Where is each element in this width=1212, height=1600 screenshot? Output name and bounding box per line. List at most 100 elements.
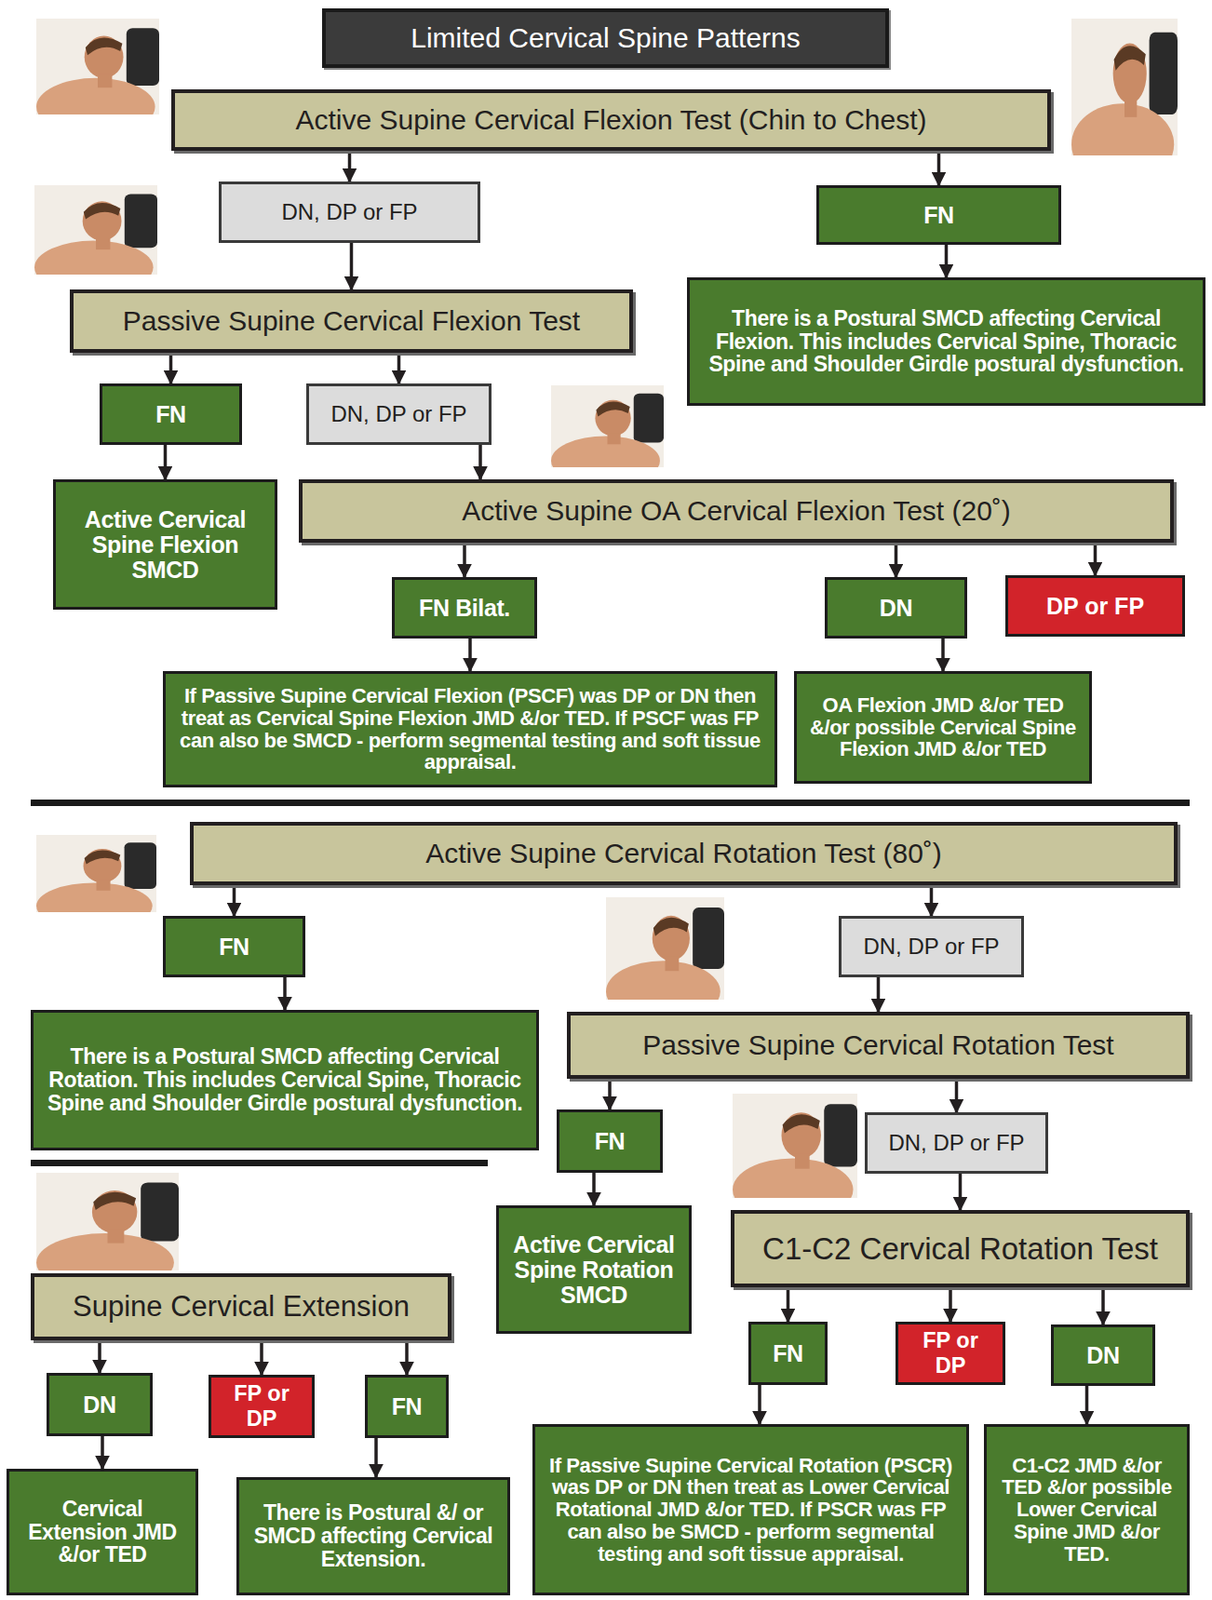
- alert-box: DP or FP: [1005, 575, 1186, 637]
- box-text: FN: [758, 1341, 818, 1367]
- connector-arrow: [786, 1287, 791, 1322]
- result-box: C1-C2 JMD &/or TED &/or possible Lower C…: [983, 1424, 1190, 1596]
- connector-arrow: [607, 1078, 612, 1110]
- box-text: Active Cervical Spine Rotation SMCD: [506, 1232, 682, 1308]
- box-cell: DN, DP or FP: [228, 199, 471, 226]
- connector-arrow: [169, 352, 174, 384]
- result-box: Cervical Extension JMD &/or TED: [6, 1468, 199, 1596]
- result-box: FN Bilat.: [391, 577, 538, 639]
- box-cell: Supine Cervical Extension: [41, 1290, 441, 1324]
- outcome-box: DN, DP or FP: [306, 383, 492, 445]
- box-cell: FN: [758, 1341, 818, 1367]
- box-cell: If Passive Supine Cervical Rotation (PSC…: [542, 1454, 959, 1566]
- result-box: There is Postural &/ or SMCD affecting C…: [236, 1477, 511, 1596]
- title-text: Limited Cervical Spine Patterns: [333, 22, 878, 54]
- connector-arrow: [397, 352, 402, 384]
- photo-figure: [732, 1093, 858, 1222]
- connector-arrow: [462, 542, 467, 578]
- box-text: Cervical Extension JMD &/or TED: [16, 1497, 189, 1567]
- box-text: FN: [566, 1129, 653, 1155]
- box-text: OA Flexion JMD &/or TED &/or possible Ce…: [804, 694, 1082, 761]
- box-text: Passive Supine Cervical Rotation Test: [578, 1029, 1179, 1062]
- connector-arrow: [1093, 542, 1098, 576]
- box-cell: There is a Postural SMCD affecting Cervi…: [40, 1045, 529, 1115]
- box-cell: OA Flexion JMD &/or TED &/or possible Ce…: [804, 694, 1082, 761]
- box-text: FN: [109, 402, 232, 428]
- box-text: DN, DP or FP: [848, 933, 1014, 960]
- title-cell: Limited Cervical Spine Patterns: [333, 22, 878, 54]
- result-box: FN: [748, 1321, 828, 1386]
- box-cell: DP or FP: [1015, 592, 1175, 620]
- box-cell: FN: [109, 402, 232, 428]
- test-box: Active Supine Cervical Flexion Test (Chi…: [171, 89, 1051, 151]
- connector-arrow: [948, 1287, 953, 1322]
- box-cell: There is Postural &/ or SMCD affecting C…: [246, 1501, 500, 1571]
- test-box: Active Supine Cervical Rotation Test (80…: [189, 821, 1178, 886]
- box-text: There is Postural &/ or SMCD affecting C…: [246, 1501, 500, 1571]
- connector-arrow: [944, 244, 949, 278]
- box-text: DN: [834, 595, 957, 621]
- result-box: FN: [816, 185, 1062, 245]
- test-box: Passive Supine Cervical Rotation Test: [566, 1011, 1190, 1079]
- box-text: If Passive Supine Cervical Rotation (PSC…: [542, 1454, 959, 1566]
- box-text: FN: [375, 1394, 439, 1420]
- box-text: DN, DP or FP: [875, 1130, 1038, 1157]
- separator-bar: [30, 799, 1190, 807]
- box-cell: DN: [56, 1392, 143, 1418]
- result-box: FN: [162, 915, 306, 978]
- connector-arrow: [757, 1385, 762, 1425]
- box-cell: Active Cervical Spine Rotation SMCD: [506, 1232, 682, 1308]
- box-cell: Active Cervical Spine Flexion SMCD: [63, 507, 268, 583]
- connector-arrow: [929, 885, 934, 916]
- box-text: DP or FP: [1015, 592, 1175, 620]
- box-text: Active Cervical Spine Flexion SMCD: [63, 507, 268, 583]
- test-box: Active Supine OA Cervical Flexion Test (…: [298, 479, 1174, 543]
- connector-arrow: [97, 1340, 102, 1374]
- box-text: DN, DP or FP: [316, 401, 482, 428]
- result-box: FN: [556, 1109, 663, 1173]
- box-text: FN: [173, 934, 296, 960]
- box-cell: C1-C2 JMD &/or TED &/or possible Lower C…: [994, 1454, 1180, 1566]
- box-text: Passive Supine Cervical Flexion Test: [80, 305, 622, 337]
- box-cell: Passive Supine Cervical Rotation Test: [578, 1029, 1179, 1062]
- box-text: DN: [56, 1392, 143, 1418]
- box-cell: FN: [375, 1394, 439, 1420]
- connector-arrow: [1085, 1386, 1090, 1425]
- connector-arrow: [163, 444, 168, 480]
- box-cell: DN: [1061, 1343, 1145, 1369]
- outcome-box: DN, DP or FP: [838, 915, 1024, 978]
- result-box: If Passive Supine Cervical Rotation (PSC…: [532, 1424, 970, 1596]
- photo-figure: [36, 834, 157, 930]
- connector-arrow: [468, 638, 472, 672]
- result-box: Active Cervical Spine Rotation SMCD: [496, 1205, 692, 1334]
- connector-arrow: [348, 150, 352, 182]
- box-text: DN: [1061, 1343, 1145, 1369]
- box-text: C1-C2 JMD &/or TED &/or possible Lower C…: [994, 1454, 1180, 1566]
- connector-arrow: [955, 1078, 959, 1113]
- photo-figure: [551, 385, 664, 485]
- photo-figure: [1071, 18, 1178, 186]
- connector-arrow: [374, 1438, 378, 1478]
- connector-arrow: [876, 977, 881, 1012]
- result-box: There is a Postural SMCD affecting Cervi…: [30, 1010, 539, 1151]
- box-cell: If Passive Supine Cervical Flexion (PSCF…: [173, 685, 768, 774]
- box-text: C1-C2 Cervical Rotation Test: [741, 1231, 1179, 1267]
- alert-box: FP or DP: [208, 1374, 315, 1439]
- connector-arrow: [404, 1340, 409, 1375]
- box-cell: Cervical Extension JMD &/or TED: [16, 1497, 189, 1567]
- box-text: FN Bilat.: [402, 595, 527, 621]
- connector-arrow: [941, 638, 945, 672]
- box-cell: Active Supine Cervical Rotation Test (80…: [201, 837, 1167, 870]
- box-text: Active Supine Cervical Rotation Test (80…: [201, 837, 1167, 870]
- box-text: There is a Postural SMCD affecting Cervi…: [40, 1045, 529, 1115]
- connector-arrow: [350, 242, 354, 290]
- test-box: Passive Supine Cervical Flexion Test: [69, 289, 633, 353]
- box-text: DN, DP or FP: [228, 199, 471, 226]
- result-box: OA Flexion JMD &/or TED &/or possible Ce…: [794, 671, 1092, 784]
- connector-arrow: [894, 542, 899, 578]
- box-cell: Active Supine OA Cervical Flexion Test (…: [309, 495, 1163, 527]
- box-cell: FN: [566, 1129, 653, 1155]
- result-box: FN: [364, 1374, 449, 1439]
- box-cell: DN, DP or FP: [316, 401, 482, 428]
